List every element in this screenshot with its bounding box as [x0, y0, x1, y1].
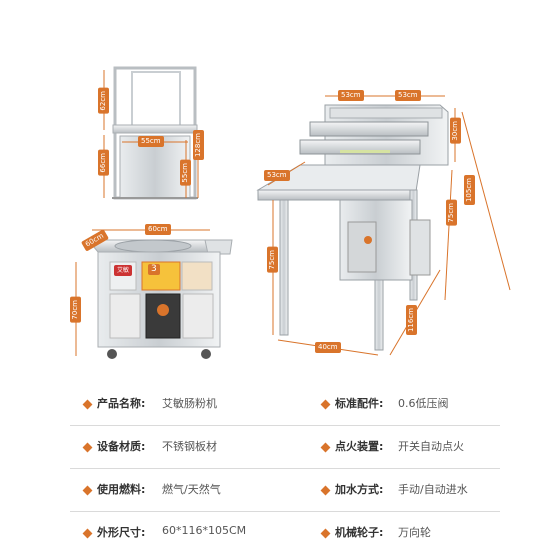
spec-row: 产品名称: 艾敏肠粉机 标准配件: 0.6低压阀 — [0, 383, 560, 426]
divider — [70, 511, 500, 512]
dim-top-width-left: 53cm — [338, 90, 364, 101]
dim-table-depth: 53cm — [264, 170, 290, 181]
spec-label: 点火装置: — [335, 440, 384, 453]
spec-value: 0.6低压阀 — [398, 397, 449, 410]
diamond-bullet-icon — [320, 442, 331, 453]
spec-value: 艾敏肠粉机 — [162, 397, 217, 410]
spec-row: 设备材质: 不锈钢板材 点火装置: 开关自动点火 — [0, 426, 560, 469]
spec-label: 使用燃料: — [97, 483, 146, 496]
spec-label: 设备材质: — [97, 440, 146, 453]
spec-value: 60*116*105CM — [162, 524, 247, 537]
dim-top-width-right: 53cm — [395, 90, 421, 101]
product-illustration: 艾敏 3 53cm 53cm 30cm 53cm 105cm 75cm 75cm… — [70, 66, 511, 359]
spec-row: 外形尺寸: 60*116*105CM 机械轮子: 万向轮 — [0, 512, 560, 555]
dim-frame-height-left: 66cm — [98, 150, 109, 176]
dim-frame-height-right: 128cm — [193, 130, 204, 161]
spec-label: 外形尺寸: — [97, 526, 146, 539]
table-steamer-view — [256, 95, 511, 356]
spec-value: 开关自动点火 — [398, 440, 464, 453]
dim-total-height-right: 105cm — [464, 175, 475, 206]
dim-steamer-height: 30cm — [450, 118, 461, 144]
diamond-bullet-icon — [320, 528, 331, 539]
diamond-bullet-icon — [320, 399, 331, 410]
diamond-bullet-icon — [320, 485, 331, 496]
dim-frame-width: 55cm — [138, 136, 164, 147]
spec-value: 手动/自动进水 — [398, 483, 468, 496]
badge-number: 3 — [148, 264, 160, 275]
specs-table: 产品名称: 艾敏肠粉机 标准配件: 0.6低压阀 设备材质: 不锈钢板材 点火装… — [0, 383, 560, 560]
spec-value: 万向轮 — [398, 526, 431, 539]
spec-row: 使用燃料: 燃气/天然气 加水方式: 手动/自动进水 — [0, 469, 560, 512]
spec-label: 标准配件: — [335, 397, 384, 410]
dim-frame-height-mid: 55cm — [180, 160, 191, 186]
brand-label: 艾敏 — [114, 265, 133, 276]
diamond-bullet-icon — [82, 399, 93, 410]
divider — [70, 425, 500, 426]
spec-label: 加水方式: — [335, 483, 384, 496]
spec-label: 产品名称: — [97, 397, 146, 410]
spec-value: 燃气/天然气 — [162, 483, 221, 496]
spec-value: 不锈钢板材 — [162, 440, 217, 453]
spec-label: 机械轮子: — [335, 526, 384, 539]
diamond-bullet-icon — [82, 442, 93, 453]
dim-base-width: 40cm — [315, 342, 341, 353]
diamond-bullet-icon — [82, 485, 93, 496]
dim-table-height: 75cm — [446, 200, 457, 226]
dim-base-depth: 116cm — [406, 305, 417, 336]
dim-round-height: 70cm — [70, 297, 81, 323]
diamond-bullet-icon — [82, 528, 93, 539]
dim-round-width: 60cm — [145, 224, 171, 235]
dim-frame-top: 62cm — [98, 88, 109, 114]
divider — [70, 468, 500, 469]
dim-counter-height: 75cm — [267, 247, 278, 273]
machine-drawing — [75, 66, 511, 359]
round-machine-view — [75, 229, 233, 359]
